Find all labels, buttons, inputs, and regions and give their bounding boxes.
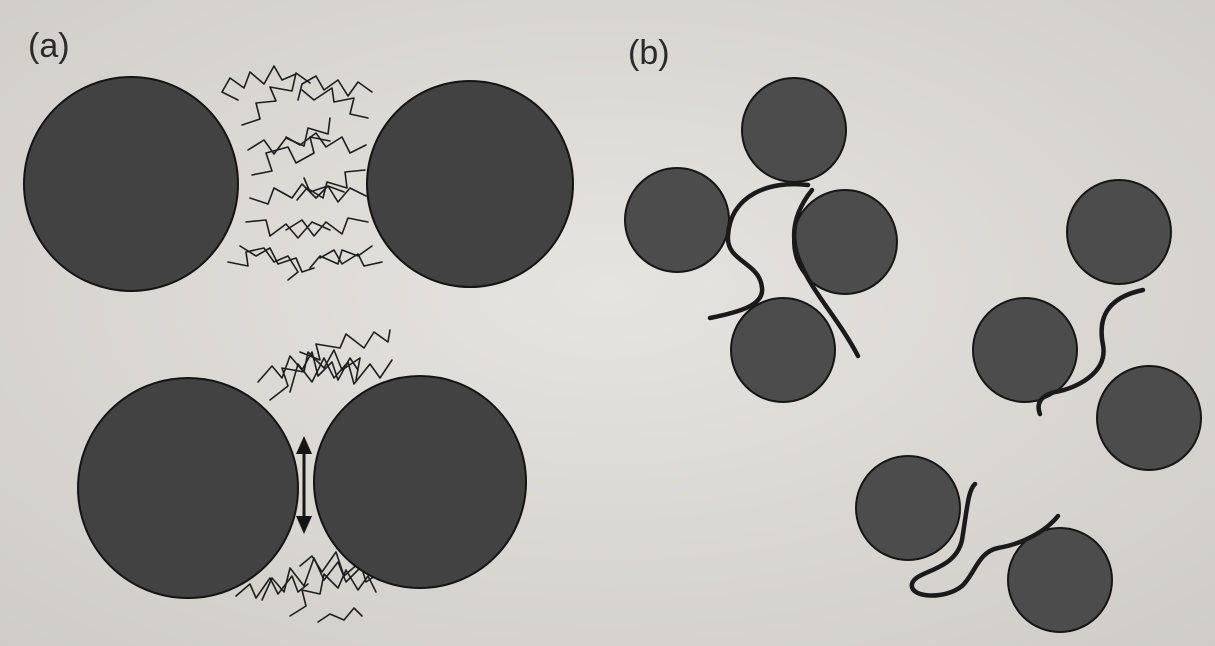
panel-a-label: (a): [28, 27, 70, 65]
colloid-particle-left: [24, 77, 238, 291]
colloid-particle-right: [314, 376, 526, 588]
panel-b-label: (b): [628, 34, 670, 72]
colloid-particle: [856, 456, 960, 560]
colloid-particle: [1067, 180, 1171, 284]
colloid-particle-left: [78, 378, 298, 598]
colloid-particle: [625, 168, 729, 272]
colloid-particle: [742, 78, 846, 182]
colloid-particle: [1097, 366, 1201, 470]
colloid-particle: [1008, 528, 1112, 632]
colloid-particle: [973, 298, 1077, 402]
colloid-particle-right: [367, 81, 573, 287]
colloid-particle: [731, 298, 835, 402]
